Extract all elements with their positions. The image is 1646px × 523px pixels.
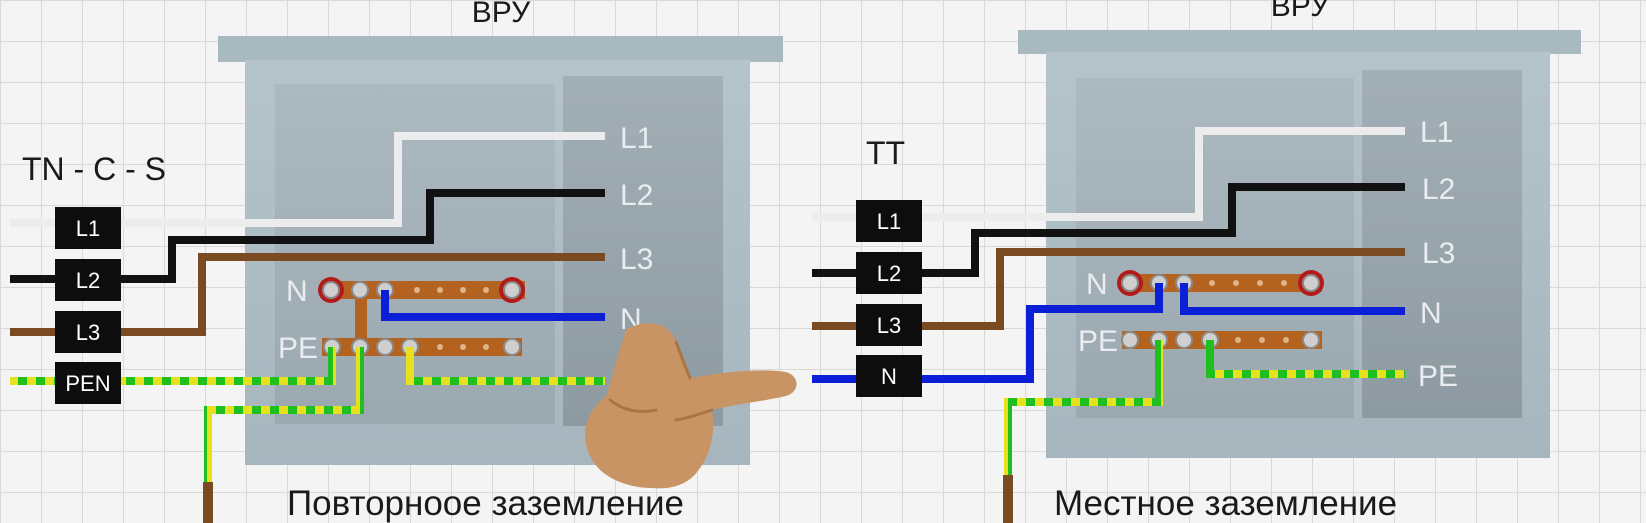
right-output-pe: PE [1418, 360, 1458, 393]
right-output-l3: L3 [1422, 237, 1455, 270]
right-wire-n-out [1180, 283, 1405, 315]
left-ground-rod [203, 482, 213, 523]
left-bus-n [318, 277, 525, 350]
left-cabinet-roof [218, 36, 783, 62]
left-tag-pen: PEN [55, 362, 121, 404]
right-wire-l2 [812, 183, 1405, 277]
left-wire-n [381, 290, 605, 321]
right-tag-l3: L3 [856, 304, 922, 346]
right-wire-n-in [812, 283, 1163, 383]
right-output-l1: L1 [1420, 116, 1453, 149]
right-bus-pe-label: PE [1078, 325, 1118, 358]
svg-text:L2: L2 [76, 268, 100, 293]
svg-text:L3: L3 [877, 313, 901, 338]
right-bus-pe [1121, 331, 1322, 349]
right-panel-title: ВРУ [1271, 0, 1330, 23]
left-tag-l2: L2 [55, 259, 121, 301]
right-system-label: TT [866, 135, 905, 171]
svg-text:L1: L1 [76, 216, 100, 241]
right-caption: Местное заземление [1054, 484, 1397, 523]
left-wire-l2 [10, 189, 605, 283]
right-tag-n: N [856, 355, 922, 397]
right-bus-n-label: N [1086, 268, 1108, 301]
right-tag-l1: L1 [856, 200, 922, 242]
pointing-hand-icon [585, 323, 797, 489]
left-diagram: L1 L2 L3 PEN ВРУ TN - C - S L1 L2 L3 N P… [10, 0, 783, 523]
right-ground-rod [1003, 475, 1013, 523]
svg-text:N: N [881, 364, 897, 389]
left-output-l1: L1 [620, 122, 653, 155]
left-wire-l1 [10, 132, 605, 227]
left-output-l3: L3 [620, 243, 653, 276]
svg-text:L1: L1 [877, 209, 901, 234]
right-wire-ground [1004, 340, 1163, 475]
right-output-l2: L2 [1422, 173, 1455, 206]
left-wire-ground [204, 347, 364, 482]
left-panel-title: ВРУ [472, 0, 531, 29]
left-bus-pe-label: PE [278, 332, 318, 365]
left-tag-l1: L1 [55, 207, 121, 249]
svg-text:PEN: PEN [65, 371, 110, 396]
right-diagram: L1 L2 L3 N ВРУ TT L1 L2 L3 N PE N PE Мес… [812, 0, 1581, 523]
right-cabinet-roof [1018, 30, 1581, 54]
svg-text:L3: L3 [76, 320, 100, 345]
right-tag-l2: L2 [856, 252, 922, 294]
svg-text:L2: L2 [877, 261, 901, 286]
left-wire-pe-out [406, 347, 605, 385]
right-wire-pe-out [1206, 340, 1405, 378]
left-output-l2: L2 [620, 179, 653, 212]
left-bus-pe [322, 338, 522, 356]
right-wire-l1 [812, 127, 1405, 221]
left-system-label: TN - C - S [22, 151, 166, 187]
left-caption: Повторноое заземление [287, 484, 684, 523]
right-output-n: N [1420, 297, 1442, 330]
left-bus-n-label: N [286, 275, 308, 308]
left-tag-l3: L3 [55, 311, 121, 353]
